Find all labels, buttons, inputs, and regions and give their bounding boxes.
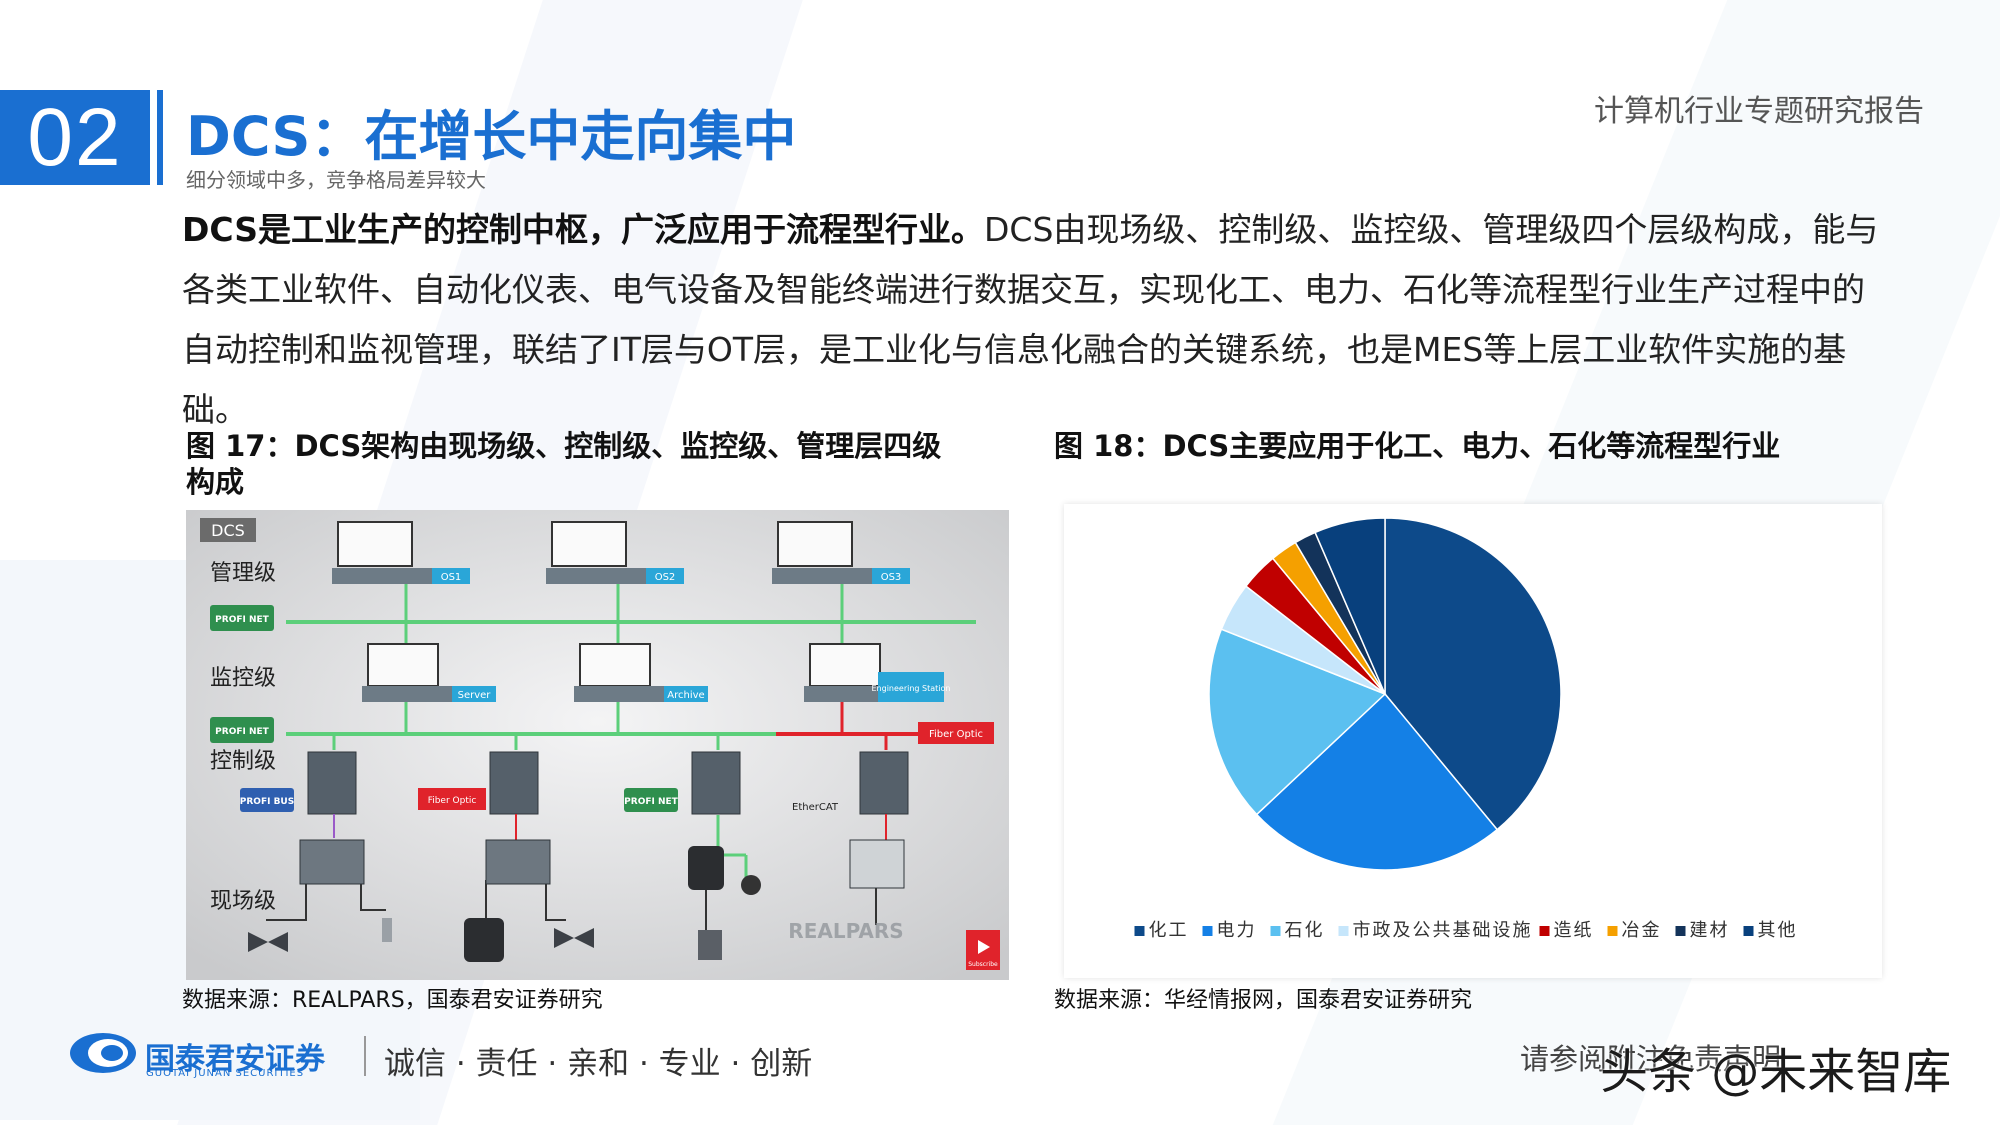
company-logo — [68, 1030, 138, 1080]
fiber-optic-label: Fiber Optic — [929, 729, 983, 740]
pie-slice-1 — [1384, 517, 1562, 831]
disclaimer-note: 请参阅附注免责声明 — [1520, 1042, 1782, 1076]
legend-label: 其他 — [1758, 920, 1798, 941]
sensor-icon — [382, 918, 722, 960]
page-title: DCS：在增长中走向集中 — [186, 105, 797, 168]
legend-swatch — [1270, 926, 1281, 936]
figure17-source: 数据来源：REALPARS，国泰君安证券研究 — [182, 988, 603, 1013]
profinet-label: PROFI NET — [215, 727, 269, 737]
profinet-badge: PROFI NET — [210, 717, 274, 743]
profibus-badge: PROFI BUS — [240, 788, 294, 812]
ethercat-label: EtherCAT — [792, 802, 839, 813]
profinet-badge: PROFI NET — [624, 788, 679, 812]
server-label: Engineering Station — [872, 684, 951, 693]
level-label: 控制级 — [210, 749, 276, 774]
profinet-label: PROFI NET — [624, 797, 678, 807]
legend-swatch — [1338, 926, 1349, 936]
company-motto: 诚信 · 责任 · 亲和 · 专业 · 创新 — [384, 1046, 813, 1082]
fiber-optic-label: Fiber Optic — [428, 796, 477, 806]
pie-slice-3 — [1208, 628, 1387, 816]
legend-label: 石化 — [1285, 920, 1325, 941]
legend-swatch — [1607, 926, 1618, 936]
valve-icon — [248, 928, 594, 952]
pie-chart-panel: 化工 电力 石化 市政及公共基础设施造纸 冶金 建材 其他 — [1064, 504, 1882, 978]
server-label: Archive — [667, 690, 704, 701]
legend-label: 建材 — [1690, 920, 1730, 941]
figure17-caption: 图 17：DCS架构由现场级、控制级、监控级、管理层四级构成 — [186, 429, 942, 499]
watermark: 头条 @未来智库 — [1600, 1044, 1952, 1100]
legend-swatch — [1202, 926, 1213, 936]
server-station: Engineering Station — [804, 643, 951, 702]
dcs-tag-box — [200, 518, 256, 542]
os-label: OS2 — [655, 572, 676, 583]
operator-station: OS2 — [546, 521, 684, 584]
io-module — [299, 839, 905, 889]
level-label: 管理级 — [210, 561, 276, 586]
server-station: Server — [362, 643, 496, 702]
footer-divider — [364, 1036, 366, 1076]
subscribe-label: Subscribe — [968, 961, 998, 968]
legend-swatch — [1134, 926, 1145, 936]
dcs-tag: DCS — [211, 521, 245, 540]
fiber-optic-tag: Fiber Optic — [918, 722, 994, 744]
profinet-badge: PROFI NET — [210, 605, 274, 631]
company-name-en: GUOTAI JUNAN SECURITIES — [146, 1068, 305, 1079]
intro-paragraph: DCS是工业生产的控制中枢，广泛应用于流程型行业。DCS由现场级、控制级、监控级… — [182, 200, 1882, 440]
dcs-architecture-diagram: DCS 管理级 监控级 控制级 现场级 PROFI NET PROFI NET … — [186, 510, 1009, 980]
intro-text: DCS由现场级、控制级、监控级、管理级四个层级构成，能与各类工业软件、自动化仪表… — [182, 210, 1879, 429]
drive-unit — [464, 846, 761, 962]
level-label: 监控级 — [210, 666, 276, 691]
pie-chart: 化工 电力 石化 市政及公共基础设施造纸 冶金 建材 其他 — [1134, 517, 1798, 941]
controller-rack — [307, 751, 909, 815]
report-name: 计算机行业专题研究报告 — [1594, 94, 1924, 129]
figure18-source: 数据来源：华经情报网，国泰君安证券研究 — [1054, 988, 1473, 1013]
section-divider — [157, 90, 163, 185]
legend-label: 冶金 — [1622, 920, 1662, 941]
figure18-caption: 图 18：DCS主要应用于化工、电力、石化等流程型行业 — [1054, 429, 1781, 463]
section-number: 02 — [0, 90, 150, 185]
profibus-label: PROFI BUS — [240, 797, 294, 807]
pie-slice-2 — [1255, 692, 1499, 871]
legend-label: 造纸 — [1554, 920, 1594, 941]
realpars-logo: REALPARS — [788, 919, 903, 943]
legend-label: 电力 — [1217, 920, 1257, 941]
pie-slice-8 — [1314, 517, 1386, 695]
logo-icon — [70, 1033, 136, 1073]
intro-bold-sentence: DCS是工业生产的控制中枢，广泛应用于流程型行业。 — [182, 210, 984, 249]
profinet-label: PROFI NET — [215, 615, 269, 625]
os-label: OS1 — [441, 572, 462, 583]
fiber-optic-tag: Fiber Optic — [418, 788, 486, 810]
legend-swatch — [1743, 926, 1754, 936]
operator-station: OS3 — [772, 521, 910, 584]
level-label: 现场级 — [210, 889, 276, 914]
pie-slices — [1208, 517, 1562, 871]
company-name: 国泰君安证券 — [145, 1042, 325, 1077]
legend-label: 市政及公共基础设施 — [1353, 920, 1533, 941]
server-label: Server — [458, 690, 492, 701]
page-subtitle: 细分领域中多，竞争格局差异较大 — [186, 168, 486, 192]
os-label: OS3 — [881, 572, 902, 583]
legend-swatch — [1675, 926, 1686, 936]
subscribe-badge: Subscribe — [966, 930, 1000, 970]
legend-label: 化工 — [1149, 920, 1189, 941]
pie-legend: 化工 电力 石化 市政及公共基础设施造纸 冶金 建材 其他 — [1134, 920, 1798, 941]
operator-station: OS1 — [332, 521, 470, 584]
server-station: Archive — [574, 643, 708, 702]
legend-swatch — [1539, 926, 1550, 936]
